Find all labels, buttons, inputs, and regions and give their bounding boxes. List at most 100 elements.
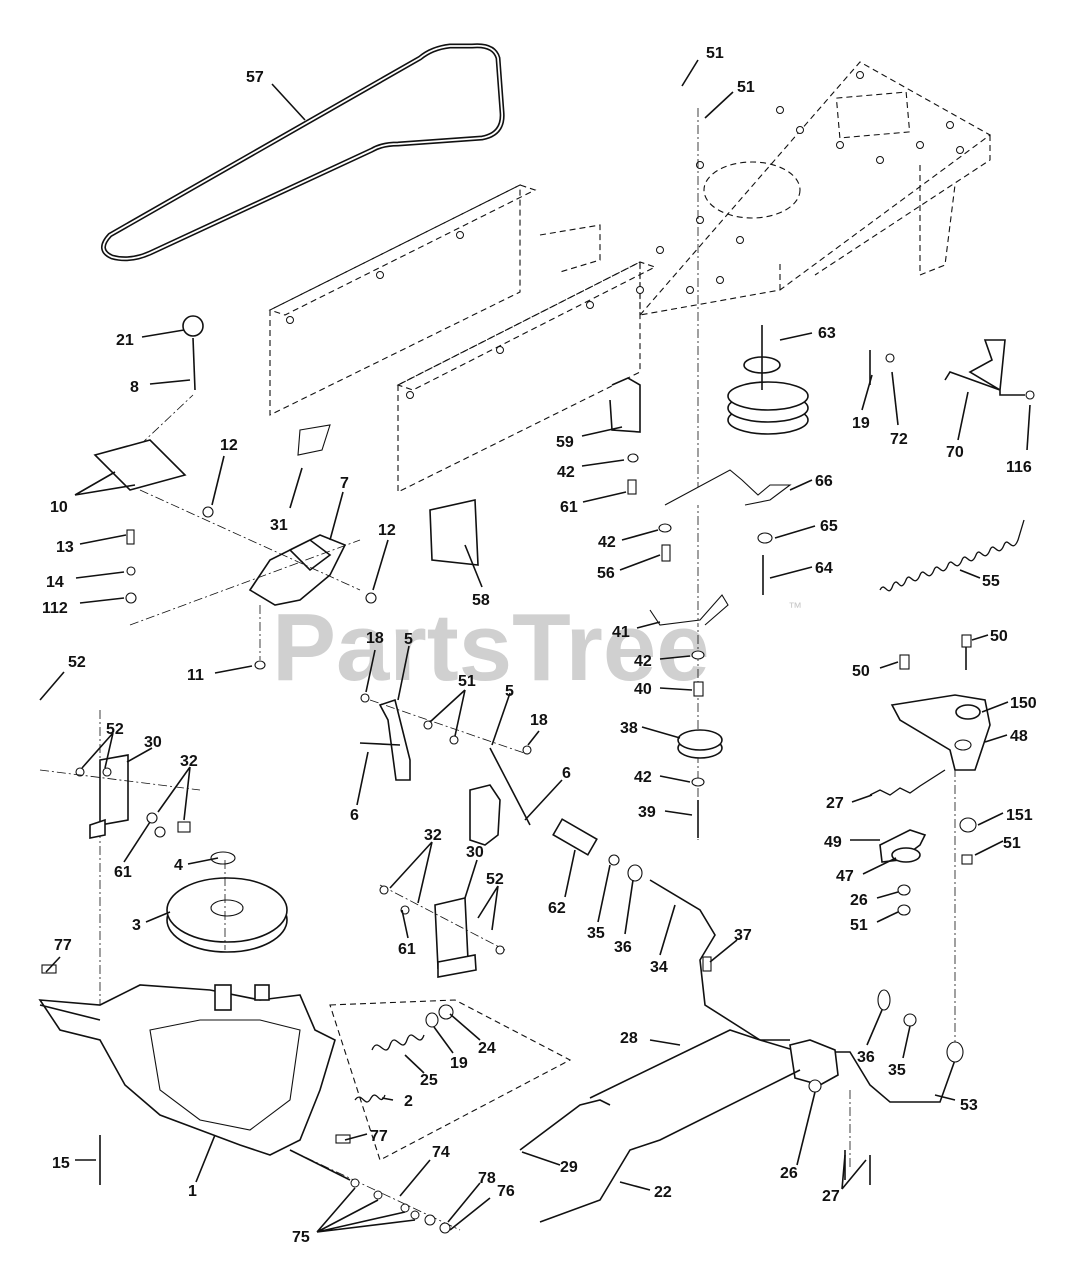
callout-21: 21	[116, 332, 134, 349]
callout-3: 3	[132, 917, 141, 934]
callout-61: 61	[398, 941, 416, 958]
callout-34: 34	[650, 959, 668, 976]
part-28-linkage	[589, 989, 964, 1185]
callout-65: 65	[820, 518, 838, 535]
callout-6: 6	[562, 765, 571, 782]
callout-8: 8	[130, 379, 139, 396]
part-34-rod	[552, 818, 790, 1041]
callout-5: 5	[404, 631, 413, 648]
callout-50: 50	[990, 628, 1008, 645]
callout-6: 6	[350, 807, 359, 824]
callout-14: 14	[46, 574, 64, 591]
callout-74: 74	[432, 1144, 450, 1161]
callout-36: 36	[614, 939, 632, 956]
callout-151: 151	[1006, 807, 1033, 824]
callout-50: 50	[852, 663, 870, 680]
part-30-bracket-center	[379, 884, 506, 978]
part-3-pulley	[166, 851, 288, 953]
callout-1: 1	[188, 1183, 197, 1200]
callout-18: 18	[530, 712, 548, 729]
watermark-trademark: ™	[788, 599, 802, 615]
callout-63: 63	[818, 325, 836, 342]
part-66-rod	[664, 469, 792, 506]
callout-31: 31	[270, 517, 288, 534]
callout-39: 39	[638, 804, 656, 821]
callout-51: 51	[737, 79, 755, 96]
part-57-drive-belt	[101, 43, 505, 262]
part-21-knob	[139, 315, 204, 446]
callout-26: 26	[850, 892, 868, 909]
callout-61: 61	[114, 864, 132, 881]
part-2-spring	[354, 1094, 386, 1103]
callout-22: 22	[654, 1184, 672, 1201]
callout-42: 42	[598, 534, 616, 551]
callout-4: 4	[174, 857, 183, 874]
callout-35: 35	[587, 925, 605, 942]
part-59-clip	[609, 377, 641, 433]
callout-76: 76	[497, 1183, 515, 1200]
callout-27: 27	[826, 795, 844, 812]
callout-59: 59	[556, 434, 574, 451]
callout-2: 2	[404, 1093, 413, 1110]
part-70-wire	[944, 339, 1025, 396]
part-63-pulley	[727, 325, 809, 435]
callout-42: 42	[557, 464, 575, 481]
callout-77: 77	[370, 1128, 388, 1145]
callout-51: 51	[850, 917, 868, 934]
callout-32: 32	[424, 827, 442, 844]
callout-35: 35	[888, 1062, 906, 1079]
part-58-plate	[429, 499, 479, 566]
callout-25: 25	[420, 1072, 438, 1089]
callout-18: 18	[366, 630, 384, 647]
callout-72: 72	[890, 431, 908, 448]
callout-13: 13	[56, 539, 74, 556]
callout-27: 27	[822, 1188, 840, 1205]
callout-26: 26	[780, 1165, 798, 1182]
callout-28: 28	[620, 1030, 638, 1047]
part-38-idler	[677, 729, 723, 759]
callout-52: 52	[486, 871, 504, 888]
callout-40: 40	[634, 681, 652, 698]
callout-37: 37	[734, 927, 752, 944]
callout-42: 42	[634, 769, 652, 786]
part-22-rod	[539, 1069, 801, 1223]
part-29-rod	[519, 1099, 611, 1151]
part-30-bracket	[39, 754, 201, 839]
callout-10: 10	[50, 499, 68, 516]
callout-11: 11	[187, 667, 204, 684]
callout-62: 62	[548, 900, 566, 917]
callout-75: 75	[292, 1229, 310, 1246]
callout-12: 12	[378, 522, 396, 539]
callout-78: 78	[478, 1170, 496, 1187]
callout-42: 42	[634, 653, 652, 670]
frame-assembly	[268, 61, 992, 493]
part-48-bracket	[890, 634, 991, 771]
callout-57: 57	[246, 69, 264, 86]
callout-52: 52	[68, 654, 86, 671]
callout-55: 55	[982, 573, 1000, 590]
callout-112: 112	[42, 600, 68, 617]
callout-5: 5	[505, 683, 514, 700]
callout-52: 52	[106, 721, 124, 738]
callout-53: 53	[960, 1097, 978, 1114]
callout-32: 32	[180, 753, 198, 770]
callout-30: 30	[466, 844, 484, 861]
callout-51: 51	[1003, 835, 1021, 852]
callout-7: 7	[340, 475, 349, 492]
part-1-transaxle	[38, 984, 351, 1181]
leader-lines	[39, 59, 1031, 1233]
watermark-text: PartsTree	[272, 594, 710, 701]
callout-29: 29	[560, 1159, 578, 1176]
callout-48: 48	[1010, 728, 1028, 745]
callout-56: 56	[597, 565, 615, 582]
callout-19: 19	[450, 1055, 468, 1072]
callout-30: 30	[144, 734, 162, 751]
part-55-spring	[879, 519, 1025, 592]
watermark: PartsTree ™	[272, 594, 802, 701]
callout-47: 47	[836, 868, 854, 885]
part-49-arm	[879, 829, 927, 863]
callout-51: 51	[458, 673, 476, 690]
callout-58: 58	[472, 592, 490, 609]
callout-12: 12	[220, 437, 238, 454]
